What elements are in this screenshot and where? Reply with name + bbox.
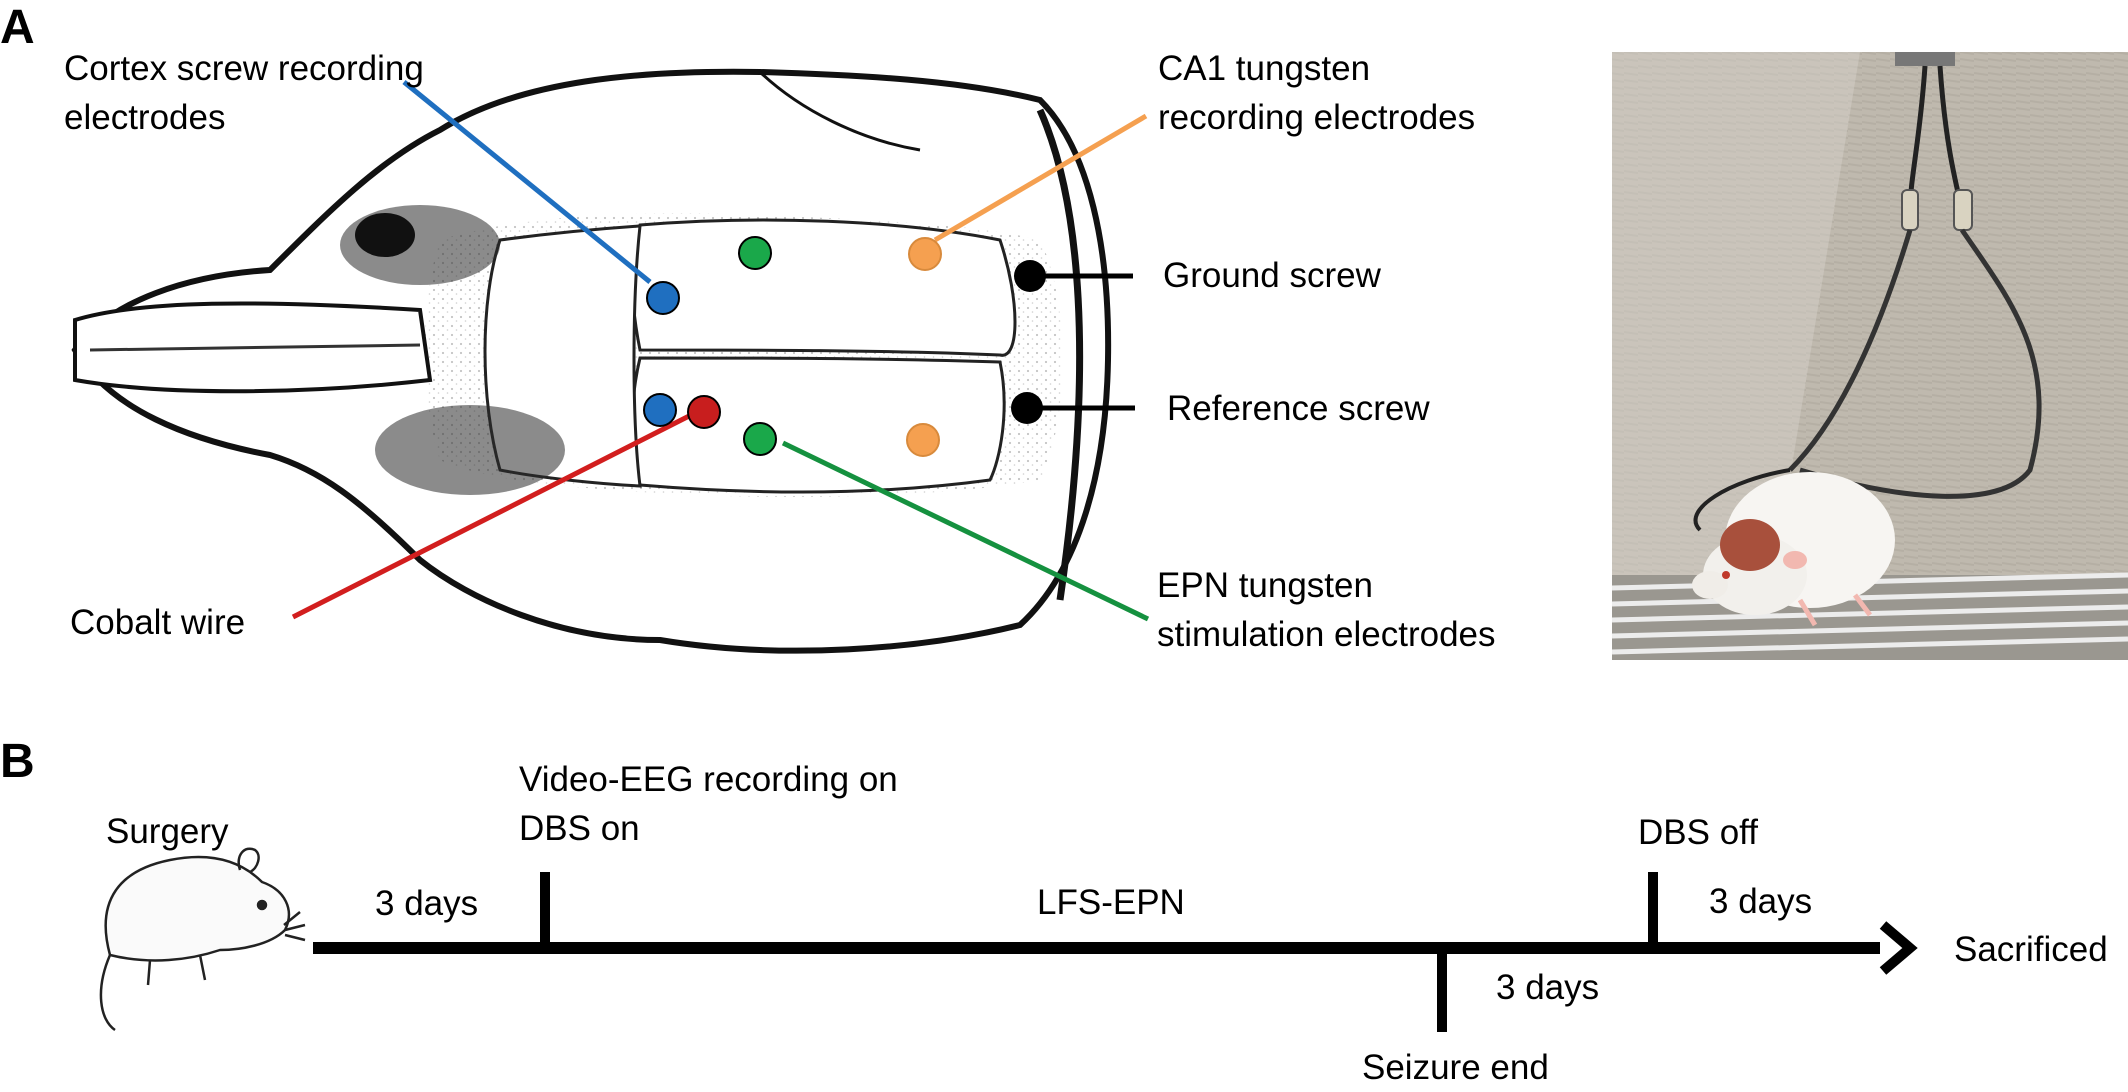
seizure-interval-label: 3 days (1496, 968, 1600, 1007)
lfs-epn-label: LFS-EPN (1037, 883, 1185, 922)
video-eeg-label: Video-EEG recording on DBS on (519, 755, 898, 853)
ca1-electrodes-label: CA1 tungsten recording electrodes (1158, 44, 1475, 142)
cobalt-leader-line (291, 409, 699, 620)
cortex-label-line1: Cortex screw recording (64, 49, 424, 88)
cortex-electrode-dot (646, 281, 680, 315)
video-eeg-line1: Video-EEG recording on (519, 760, 898, 799)
epn-label-line2: stimulation electrodes (1157, 615, 1496, 654)
reference-screw-dot (1011, 392, 1043, 424)
epn-label-line1: EPN tungsten (1157, 566, 1373, 605)
cortex-electrode-dot (643, 393, 677, 427)
epn-leader-line (781, 440, 1150, 622)
panel-label-b: B (0, 735, 35, 788)
rat-cage-photo (1611, 52, 2128, 660)
skull-drawing (71, 68, 1112, 654)
dbs-off-label: DBS off (1638, 813, 1758, 852)
ground-screw-label: Ground screw (1163, 256, 1381, 295)
video-eeg-line2: DBS on (519, 809, 640, 848)
reference-screw-label: Reference screw (1167, 389, 1430, 428)
surgery-label: Surgery (106, 812, 229, 851)
panel-label-a: A (0, 1, 35, 54)
first-interval-label: 3 days (375, 884, 479, 923)
ca1-label-line1: CA1 tungsten (1158, 49, 1371, 88)
cortex-leader-line (402, 80, 652, 284)
cortex-label-line2: electrodes (64, 98, 226, 137)
ca1-leader-line (933, 113, 1148, 243)
ca1-label-line2: recording electrodes (1158, 98, 1476, 137)
cobalt-wire-label: Cobalt wire (70, 603, 246, 642)
epn-electrode-dot (743, 422, 777, 456)
cortex-electrodes-label: Cortex screw recording electrodes (64, 44, 424, 142)
ca1-electrode-dot (906, 423, 940, 457)
seizure-end-label: Seizure end (1362, 1048, 1549, 1087)
mouse-drawing (99, 847, 306, 1032)
epn-electrode-dot (738, 236, 772, 270)
final-interval-label: 3 days (1709, 882, 1813, 921)
ca1-electrode-dot (908, 237, 942, 271)
ground-screw-dot (1014, 260, 1046, 292)
timeline-arrowhead (1879, 921, 1918, 975)
epn-electrodes-label: EPN tungsten stimulation electrodes (1157, 561, 1496, 659)
sacrificed-label: Sacrificed (1954, 930, 2108, 969)
cobalt-wire-dot (687, 395, 721, 429)
